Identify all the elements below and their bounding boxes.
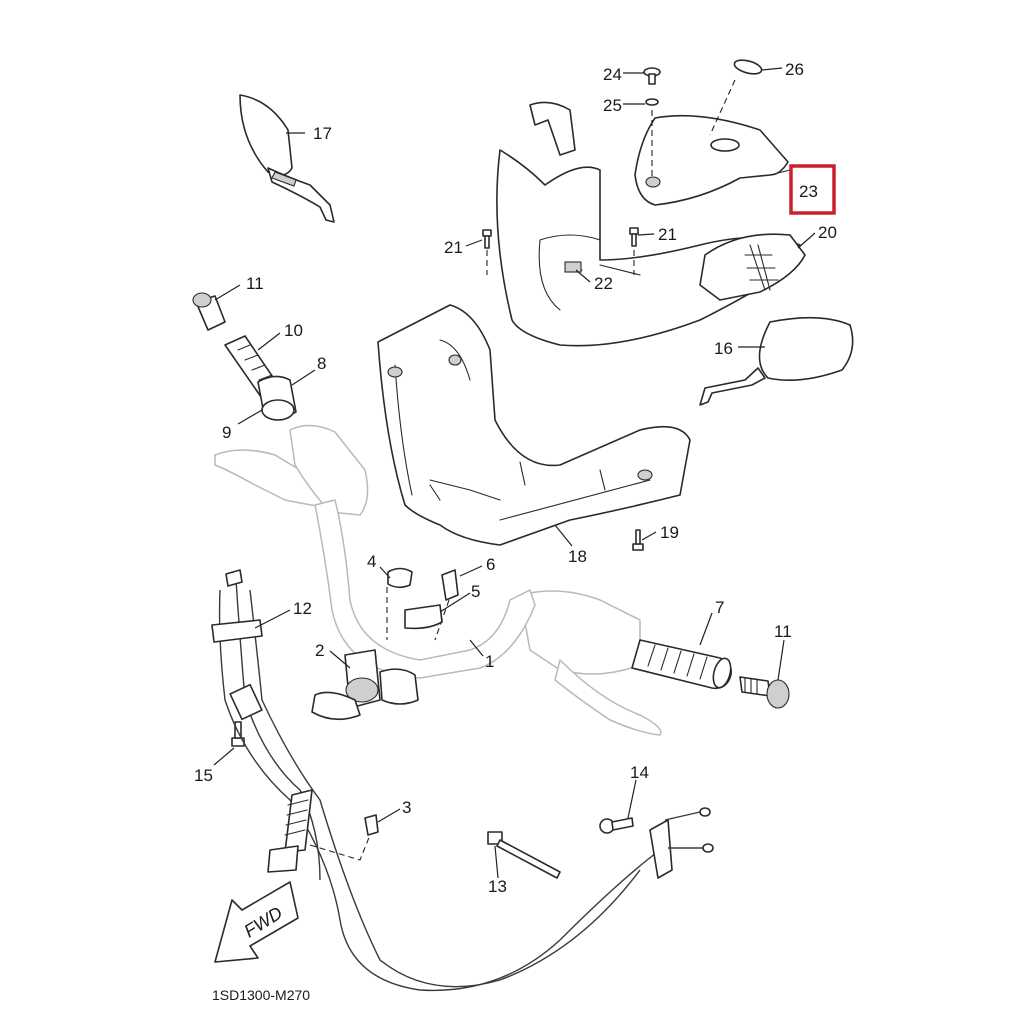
screw-19	[632, 529, 644, 551]
screw-15	[231, 721, 245, 747]
washer-25	[645, 98, 659, 106]
callout-19: 19	[660, 523, 679, 542]
mirror-right	[699, 316, 854, 406]
callout-24: 24	[603, 65, 622, 84]
fwd-arrow: FWD	[214, 881, 299, 963]
highlight-box-23	[789, 164, 836, 215]
alignment-lines	[309, 79, 736, 861]
callout-20: 20	[818, 223, 837, 242]
diagram-code: 1SD1300-M270	[212, 987, 310, 1003]
handlebar-holder	[311, 567, 459, 721]
mirror-left	[239, 94, 335, 223]
screw-14	[599, 817, 634, 834]
callout-8: 8	[317, 354, 326, 373]
callout-15: 15	[194, 766, 213, 785]
callout-26: 26	[785, 60, 804, 79]
left-lever-faded	[214, 424, 369, 516]
callout-18: 18	[568, 547, 587, 566]
control-cables	[211, 569, 714, 992]
left-grip	[224, 335, 297, 421]
callout-22: 22	[594, 274, 613, 293]
screw-24	[643, 67, 661, 85]
emblem-26	[733, 59, 763, 75]
callout-14: 14	[630, 763, 649, 782]
callout-21-right: 21	[658, 225, 677, 244]
callout-5: 5	[471, 582, 480, 601]
callout-17: 17	[313, 124, 332, 143]
throttle-grip	[631, 639, 733, 690]
callout-3: 3	[402, 798, 411, 817]
callout-4: 4	[367, 552, 376, 571]
callout-11-right: 11	[774, 622, 792, 641]
callout-21-left: 21	[444, 238, 463, 257]
callout-11-left: 11	[246, 274, 264, 293]
callout-7: 7	[715, 598, 724, 617]
callout-23: 23	[799, 182, 818, 201]
callout-13: 13	[488, 877, 507, 896]
callouts: 24 25 26 17 23 21 21 20 22 11 10 16 8 9 …	[194, 60, 837, 896]
cable-tie-13	[487, 831, 561, 879]
callout-16: 16	[714, 339, 733, 358]
top-cover-part-23	[634, 114, 791, 206]
callout-2: 2	[315, 641, 324, 660]
clip-3	[364, 814, 379, 836]
meter-panel	[699, 233, 806, 301]
callout-1: 1	[485, 652, 494, 671]
screw-21-left	[482, 229, 492, 249]
handlebar	[314, 499, 536, 679]
callout-6: 6	[486, 555, 495, 574]
left-bar-end	[192, 292, 226, 331]
screw-21-right	[629, 227, 639, 247]
handlebar-cover-lower	[377, 304, 691, 546]
callout-9: 9	[222, 423, 231, 442]
callout-25: 25	[603, 96, 622, 115]
bar-end-right	[739, 676, 790, 709]
leader-lines	[213, 67, 816, 879]
callout-12: 12	[293, 599, 312, 618]
callout-10: 10	[284, 321, 303, 340]
